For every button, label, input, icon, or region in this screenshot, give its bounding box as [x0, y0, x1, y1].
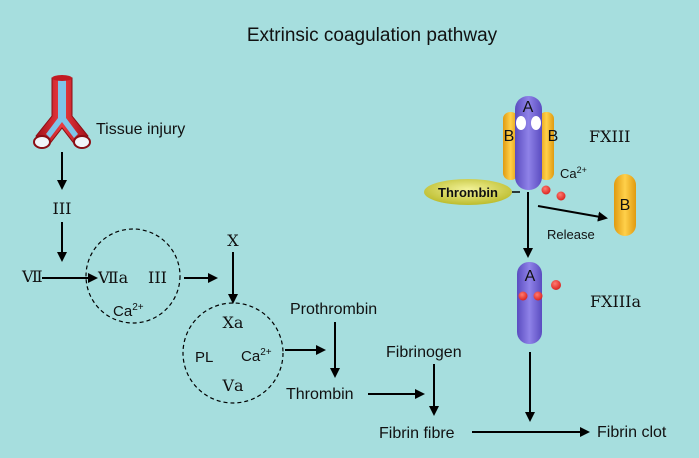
calcium-complex2-label: Ca2+ [241, 347, 272, 365]
subunit-a-top-label: A [523, 99, 534, 116]
subunit-b-left-shape [503, 112, 518, 180]
fxiiia-shape [517, 262, 542, 344]
viia-complex-circle [85, 228, 181, 324]
thrombin-enzyme-shape [424, 179, 512, 205]
fibrin-fibre-label: Fibrin fibre [379, 425, 455, 442]
fxiii-label: FⅩIII [589, 127, 630, 146]
calcium-ion-1 [541, 185, 551, 195]
released-b-shape [614, 174, 636, 236]
subunit-b-right-shape [539, 112, 554, 180]
factor-iii-label: III [53, 199, 72, 218]
subunit-b-right-label: B [548, 128, 559, 145]
factor-va-label: Ⅴa [221, 376, 244, 395]
thrombin-label: Thrombin [286, 386, 354, 403]
released-b-label: B [620, 197, 631, 214]
binding-site-left [516, 116, 526, 130]
bound-calcium-ion-2 [533, 291, 543, 301]
prothrombin-label: Prothrombin [290, 301, 377, 318]
thrombin-enzyme-label: Thrombin [438, 185, 498, 200]
factor-x-label: Ⅹ [227, 231, 239, 250]
diagram-title: Extrinsic coagulation pathway [247, 25, 498, 46]
factor-iii-complex-label: III [148, 268, 167, 287]
tissue-injury-label: Tissue injury [96, 121, 185, 138]
bound-calcium-ion-1 [518, 291, 528, 301]
arrow-release-b [537, 205, 608, 222]
subunit-b-left-label: B [504, 128, 515, 145]
release-label: Release [547, 227, 595, 242]
subunit-a-bottom-label: A [525, 268, 536, 285]
blood-vessel-icon [33, 75, 91, 149]
calcium-release-label: Ca2+ [560, 165, 587, 181]
fibrinogen-label: Fibrinogen [386, 344, 462, 361]
fibrin-clot-label: Fibrin clot [597, 424, 667, 441]
calcium-complex1-label: Ca2+ [113, 302, 144, 320]
binding-site-right [531, 116, 541, 130]
pl-label: PL [195, 349, 213, 366]
fxiiia-label: FⅩIIIa [590, 292, 641, 311]
bound-calcium-ion-3 [551, 280, 561, 290]
prothrombinase-complex-circle [182, 302, 284, 404]
factor-vii-label: Ⅶ [21, 267, 43, 286]
calcium-ion-2 [556, 191, 566, 201]
fxiii-tetramer [503, 96, 554, 190]
factor-viia-label: Ⅶa [97, 268, 129, 287]
factor-xa-label: Ⅹa [223, 313, 244, 332]
